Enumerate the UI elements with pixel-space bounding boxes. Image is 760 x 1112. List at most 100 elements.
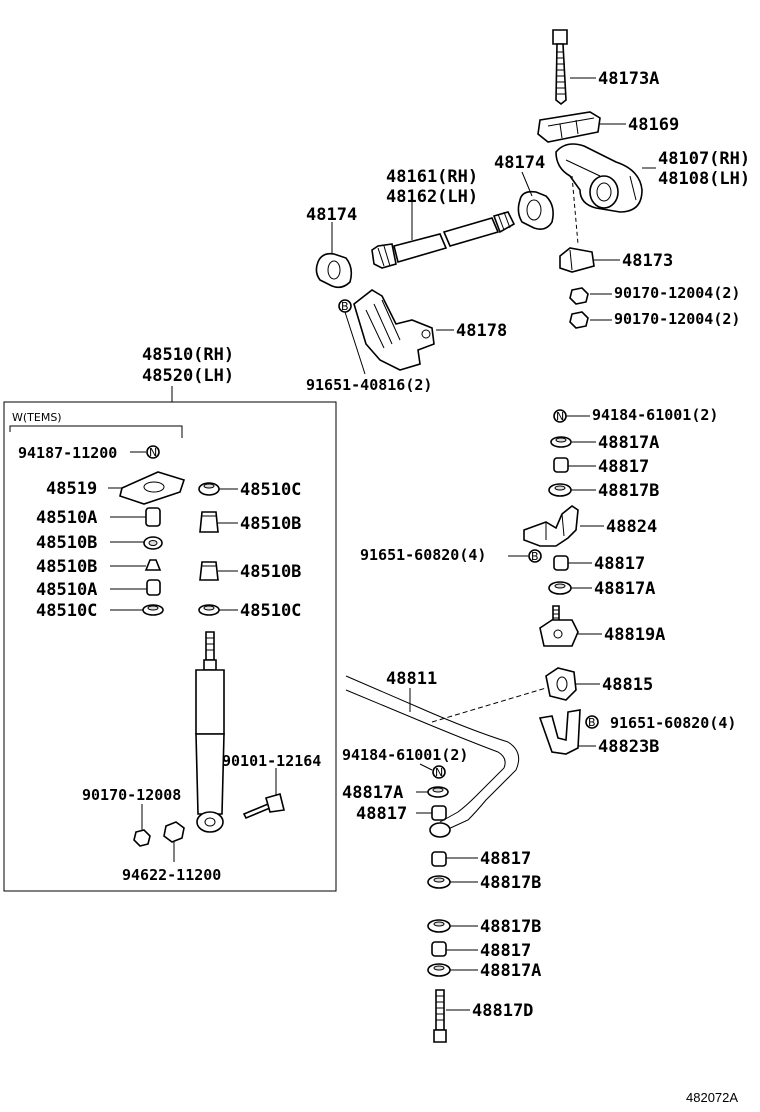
label-48169: 48169: [628, 115, 679, 135]
bolt-90101: [242, 793, 285, 820]
b-symbol: B: [531, 550, 539, 563]
leader-94184-b: [419, 763, 433, 771]
bushing-48815: [545, 667, 577, 701]
label-48817A-c: 48817A: [342, 783, 403, 803]
label-91651-a: 91651-40816(2): [306, 376, 432, 394]
stabilizer-bar-48811: [345, 675, 520, 838]
label-48817-b: 48817: [594, 554, 645, 574]
bushing-48510A-1: [145, 507, 161, 527]
anchor-arm-48107: [555, 143, 643, 213]
label-48107: 48107(RH): [658, 149, 750, 169]
bushing-48817-c: [431, 805, 447, 821]
leader-91651-a: [344, 311, 366, 375]
label-48817-c: 48817: [356, 804, 407, 824]
label-94622: 94622-11200: [122, 866, 221, 884]
label-48174-right: 48174: [494, 153, 545, 173]
washer-48510B-1: [143, 536, 163, 550]
box-title: W(TEMS): [12, 411, 62, 424]
label-48817-e: 48817: [480, 941, 531, 961]
label-48817-d: 48817: [480, 849, 531, 869]
label-94184-b: 94184-61001(2): [342, 746, 468, 764]
assembly-dash-1: [571, 175, 579, 245]
label-94184-a: 94184-61001(2): [592, 406, 718, 424]
label-48178: 48178: [456, 321, 507, 341]
leader-48174-right: [521, 171, 533, 197]
label-48510A-2: 48510A: [36, 580, 97, 600]
washer-48817A-d: [427, 963, 451, 977]
nut-90170-b: [569, 311, 589, 329]
n-symbol: N: [149, 446, 157, 459]
label-48811: 48811: [386, 669, 437, 689]
b-symbol: B: [588, 716, 596, 729]
label-90170-c: 90170-12008: [82, 786, 181, 804]
bolt-symbol-b3: B: [585, 715, 599, 729]
label-94187: 94187-11200: [18, 444, 117, 462]
label-48510C-2: 48510C: [240, 601, 301, 621]
label-48510C-left: 48510C: [36, 601, 97, 621]
label-48815: 48815: [602, 675, 653, 695]
bracket-48824: [523, 505, 579, 547]
nut-symbol-n3: N: [432, 765, 446, 779]
block-48173: [559, 247, 595, 273]
label-48823B: 48823B: [598, 737, 659, 757]
bushing-48817-b: [553, 555, 569, 571]
label-48510B-r1: 48510B: [240, 514, 301, 534]
label-48173: 48173: [622, 251, 673, 271]
label-91651-b: 91651-60820(4): [360, 546, 486, 564]
seat-48169: [537, 111, 601, 143]
plate-48519: [119, 471, 186, 505]
label-48510: 48510(RH): [142, 345, 234, 365]
nut-symbol-n1: N: [146, 445, 160, 459]
label-48817B-a: 48817B: [598, 481, 659, 501]
label-48817B-c: 48817B: [480, 917, 541, 937]
torsion-bar-48161: [371, 211, 516, 269]
label-48510B-r2: 48510B: [240, 562, 301, 582]
bushing-48817-a: [553, 457, 569, 473]
label-48510A-1: 48510A: [36, 508, 97, 528]
shock-absorber: [195, 631, 225, 833]
nut-94622: [163, 821, 185, 843]
bolt-symbol-b2: B: [528, 549, 542, 563]
washer-48817B-b: [427, 875, 451, 889]
link-bolt-48817D: [433, 989, 447, 1043]
label-48817-a: 48817: [598, 457, 649, 477]
label-48108: 48108(LH): [658, 169, 750, 189]
label-48162: 48162(LH): [386, 187, 478, 207]
label-48819A: 48819A: [604, 625, 665, 645]
label-48817D: 48817D: [472, 1001, 533, 1021]
washer-48817A-b: [548, 581, 572, 595]
washer-48510C-left: [142, 604, 164, 616]
bushing-48817-d: [431, 851, 447, 867]
n-symbol: N: [556, 410, 564, 423]
n-symbol: N: [435, 766, 443, 779]
label-48510B-2: 48510B: [36, 557, 97, 577]
assembly-dash-2: [431, 687, 547, 723]
cap-48174-left: [315, 252, 353, 289]
label-91651-c: 91651-60820(4): [610, 714, 736, 732]
label-48817B-b: 48817B: [480, 873, 541, 893]
nut-90170-c: [133, 829, 151, 847]
cap-48174-right: [517, 190, 554, 230]
washer-48817A-a: [550, 436, 572, 448]
label-48817A-a: 48817A: [598, 433, 659, 453]
label-48173A: 48173A: [598, 69, 659, 89]
label-48520: 48520(LH): [142, 366, 234, 386]
washer-48817B-a: [548, 483, 572, 497]
label-48817A-d: 48817A: [480, 961, 541, 981]
label-48519: 48519: [46, 479, 97, 499]
bushing-48817-e: [431, 941, 447, 957]
label-48817A-b: 48817A: [594, 579, 655, 599]
label-90170-a: 90170-12004(2): [614, 284, 740, 302]
label-48510C-1: 48510C: [240, 480, 301, 500]
washer-48510B-2: [144, 559, 162, 571]
bushing-48510B-r1: [199, 511, 219, 533]
link-48819A: [539, 605, 579, 647]
label-90170-b: 90170-12004(2): [614, 310, 740, 328]
nut-90170-a: [569, 287, 589, 305]
nut-symbol-n2: N: [553, 409, 567, 423]
label-48824: 48824: [606, 517, 657, 537]
label-48161: 48161(RH): [386, 167, 478, 187]
box-bracket-line: [9, 425, 183, 438]
bushing-48510A-2: [146, 579, 161, 596]
